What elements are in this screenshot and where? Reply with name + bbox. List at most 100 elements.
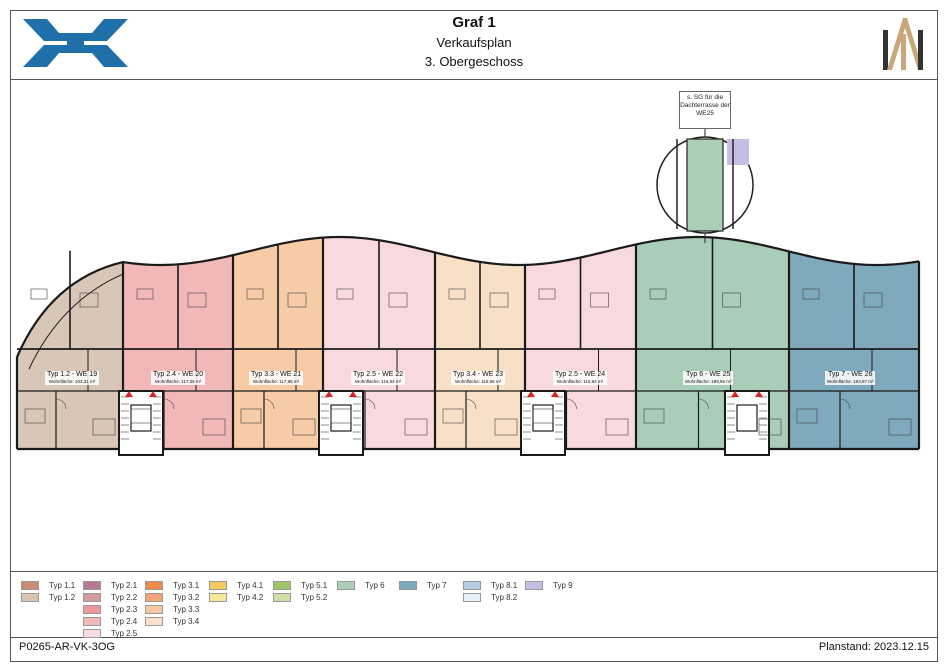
legend-swatch xyxy=(463,580,481,590)
unit-name: Typ 2.5 - WE 24 xyxy=(555,371,606,378)
plan-sheet: Graf 1 Verkaufsplan 3. Obergeschoss s. S… xyxy=(10,10,938,662)
plan-subtitle: Verkaufsplan xyxy=(436,35,512,50)
legend-swatch xyxy=(273,592,291,602)
legend-swatch xyxy=(83,628,101,638)
legend-swatch xyxy=(399,580,417,590)
legend-swatch xyxy=(83,580,101,590)
legend-label: Typ 8.2 xyxy=(491,592,518,602)
unit-name: Typ 6 - WE 25 xyxy=(686,371,731,378)
title-block: Graf 1 Verkaufsplan 3. Obergeschoss xyxy=(11,13,937,71)
legend-item: Typ 9 xyxy=(525,579,573,591)
legend-swatch xyxy=(83,592,101,602)
legend-item: Typ 1.1 xyxy=(21,579,75,591)
legend-label: Typ 5.2 xyxy=(301,592,328,602)
floor-plan-area: s. SG für die Dachterrasse der WE25 Typ … xyxy=(11,79,937,572)
unit-name: Typ 2.5 - WE 22 xyxy=(353,371,404,378)
legend-label: Typ 1.2 xyxy=(49,592,76,602)
legend-item: Typ 2.1 xyxy=(83,579,137,591)
legend-label: Typ 2.1 xyxy=(111,580,138,590)
legend-label: Typ 3.3 xyxy=(173,604,200,614)
legend-item: Typ 3.1 xyxy=(145,579,199,591)
project-title: Graf 1 xyxy=(452,14,496,31)
legend-label: Typ 2.4 xyxy=(111,616,138,626)
legend-item: Typ 4.1 xyxy=(209,579,263,591)
legend-swatch xyxy=(21,580,39,590)
legend-item: Typ 8.1 xyxy=(463,579,517,591)
unit-name: Typ 1.2 - WE 19 xyxy=(47,371,98,378)
legend-label: Typ 5.1 xyxy=(301,580,328,590)
legend-label: Typ 2.3 xyxy=(111,604,138,614)
legend-item: Typ 2.3 xyxy=(83,603,137,615)
legend-item: Typ 5.1 xyxy=(273,579,327,591)
floor-label: 3. Obergeschoss xyxy=(424,54,524,69)
legend-label: Typ 6 xyxy=(365,580,385,590)
legend-label: Typ 2.5 xyxy=(111,628,138,638)
footer: P0265-AR-VK-3OG Planstand: 2023.12.15 xyxy=(11,637,937,661)
legend-swatch xyxy=(145,616,163,626)
legend-label: Typ 3.2 xyxy=(173,592,200,602)
legend-item: Typ 4.2 xyxy=(209,591,263,603)
legend-item: Typ 3.2 xyxy=(145,591,199,603)
legend-label: Typ 3.1 xyxy=(173,580,200,590)
legend-swatch xyxy=(21,592,39,602)
architect-logo-icon xyxy=(883,18,923,70)
plan-code: P0265-AR-VK-3OG xyxy=(19,641,115,653)
legend-label: Typ 3.4 xyxy=(173,616,200,626)
legend-item: Typ 1.2 xyxy=(21,591,75,603)
unit-living-area: Wohnfläche: 183,67 m² xyxy=(827,379,874,384)
legend-item: Typ 5.2 xyxy=(273,591,327,603)
legend-item: Typ 3.4 xyxy=(145,615,199,627)
title-header: Graf 1 Verkaufsplan 3. Obergeschoss xyxy=(11,11,937,80)
legend-item: Typ 8.2 xyxy=(463,591,517,603)
legend-swatch xyxy=(83,604,101,614)
legend-swatch xyxy=(83,616,101,626)
legend-label: Typ 9 xyxy=(553,580,573,590)
unit-area-1 xyxy=(17,262,123,449)
legend-item: Typ 2.5 xyxy=(83,627,137,639)
legend-item: Typ 7 xyxy=(399,579,447,591)
unit-living-area: Wohnfläche: 116,94 m² xyxy=(557,379,604,384)
legend-swatch xyxy=(209,580,227,590)
legend-item: Typ 3.3 xyxy=(145,603,199,615)
unit-name: Typ 2.4 - WE 20 xyxy=(153,371,204,378)
floor-plan-drawing xyxy=(15,129,921,456)
legend-label: Typ 2.2 xyxy=(111,592,138,602)
legend-swatch xyxy=(273,580,291,590)
unit-name: Typ 7 - WE 26 xyxy=(828,371,873,378)
unit-name: Typ 3.4 - WE 23 xyxy=(453,371,504,378)
unit-living-area: Wohnfläche: 115,96 m² xyxy=(455,379,502,384)
plan-date: Planstand: 2023.12.15 xyxy=(818,641,929,653)
legend-swatch xyxy=(145,604,163,614)
unit-living-area: Wohnfläche: 117,98 m² xyxy=(253,379,300,384)
legend-label: Typ 8.1 xyxy=(491,580,518,590)
company-logo-icon xyxy=(23,19,128,67)
unit-area-5 xyxy=(435,252,525,449)
unit-living-area: Wohnfläche: 117,36 m² xyxy=(155,379,202,384)
unit-area-8 xyxy=(789,251,919,449)
unit-name: Typ 3.3 - WE 21 xyxy=(251,371,302,378)
unit-living-area: Wohnfläche: 189,56 m² xyxy=(685,379,732,384)
legend-label: Typ 4.1 xyxy=(237,580,264,590)
unit-living-area: Wohnfläche: 116,94 m² xyxy=(355,379,402,384)
unit-living-area: Wohnfläche: 103,31 m² xyxy=(48,379,96,384)
legend-label: Typ 4.2 xyxy=(237,592,264,602)
legend-swatch xyxy=(209,592,227,602)
terrace-note: s. SG für die Dachterrasse der WE25 xyxy=(679,91,731,129)
legend-item: Typ 6 xyxy=(337,579,385,591)
legend-swatch xyxy=(463,592,481,602)
legend-swatch xyxy=(525,580,543,590)
legend-swatch xyxy=(145,592,163,602)
legend-item: Typ 2.2 xyxy=(83,591,137,603)
legend-swatch xyxy=(145,580,163,590)
legend-label: Typ 1.1 xyxy=(49,580,76,590)
legend-swatch xyxy=(337,580,355,590)
